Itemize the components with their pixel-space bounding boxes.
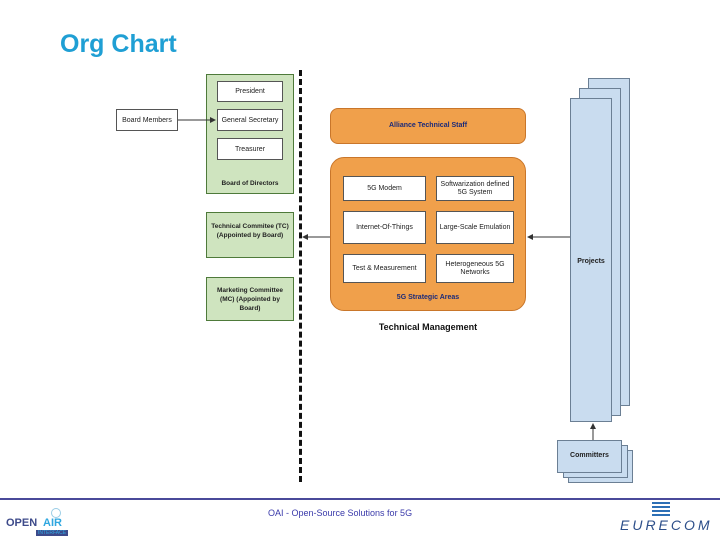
- general-secretary-box: General Secretary: [217, 109, 283, 131]
- board-members-box: Board Members: [116, 109, 178, 131]
- openair-logo-sub: INTERFACE: [36, 530, 69, 536]
- area-large-scale-emulation: Large-Scale Emulation: [436, 211, 514, 244]
- footer-divider: [0, 498, 720, 500]
- area-softwarization: Softwarization defined 5G System: [436, 176, 514, 201]
- openair-logo: OPEN AIR INTERFACE: [6, 508, 80, 538]
- president-box: President: [217, 81, 283, 102]
- technical-management-label: Technical Management: [378, 322, 478, 332]
- alliance-technical-staff-box: [330, 108, 526, 144]
- committers-label: Committers: [570, 452, 609, 459]
- alliance-technical-staff-label: Alliance Technical Staff: [388, 122, 468, 129]
- openair-logo-air: AIR: [43, 517, 62, 529]
- footer-text: OAI - Open-Source Solutions for 5G: [268, 508, 413, 518]
- marketing-committee-box: [206, 277, 294, 321]
- projects-stack-front: [570, 98, 612, 422]
- area-test-measurement: Test & Measurement: [343, 254, 426, 283]
- strategic-areas-label: 5G Strategic Areas: [396, 294, 460, 301]
- projects-label: Projects: [577, 258, 605, 265]
- board-of-directors-label: Board of Directors: [221, 180, 279, 187]
- area-heterogeneous-networks: Heterogeneous 5G Networks: [436, 254, 514, 283]
- area-5g-modem: 5G Modem: [343, 176, 426, 201]
- openair-antenna-icon: [51, 508, 61, 518]
- area-internet-of-things: Internet-Of-Things: [343, 211, 426, 244]
- marketing-committee-label: Marketing Committee (MC) (Appointed by B…: [216, 287, 284, 312]
- treasurer-box: Treasurer: [217, 138, 283, 160]
- dashed-divider: [299, 70, 302, 482]
- eurecom-stripes-icon: [652, 502, 670, 516]
- committers-stack-front: [557, 440, 622, 473]
- openair-logo-open: OPEN: [6, 517, 38, 529]
- page-title: Org Chart: [60, 30, 177, 58]
- technical-committee-label: Technical Commitee (TC) (Appointed by Bo…: [211, 223, 289, 239]
- technical-committee-box: [206, 212, 294, 258]
- eurecom-logo-text: EURECOM: [620, 517, 713, 533]
- eurecom-logo: EURECOM: [618, 502, 712, 538]
